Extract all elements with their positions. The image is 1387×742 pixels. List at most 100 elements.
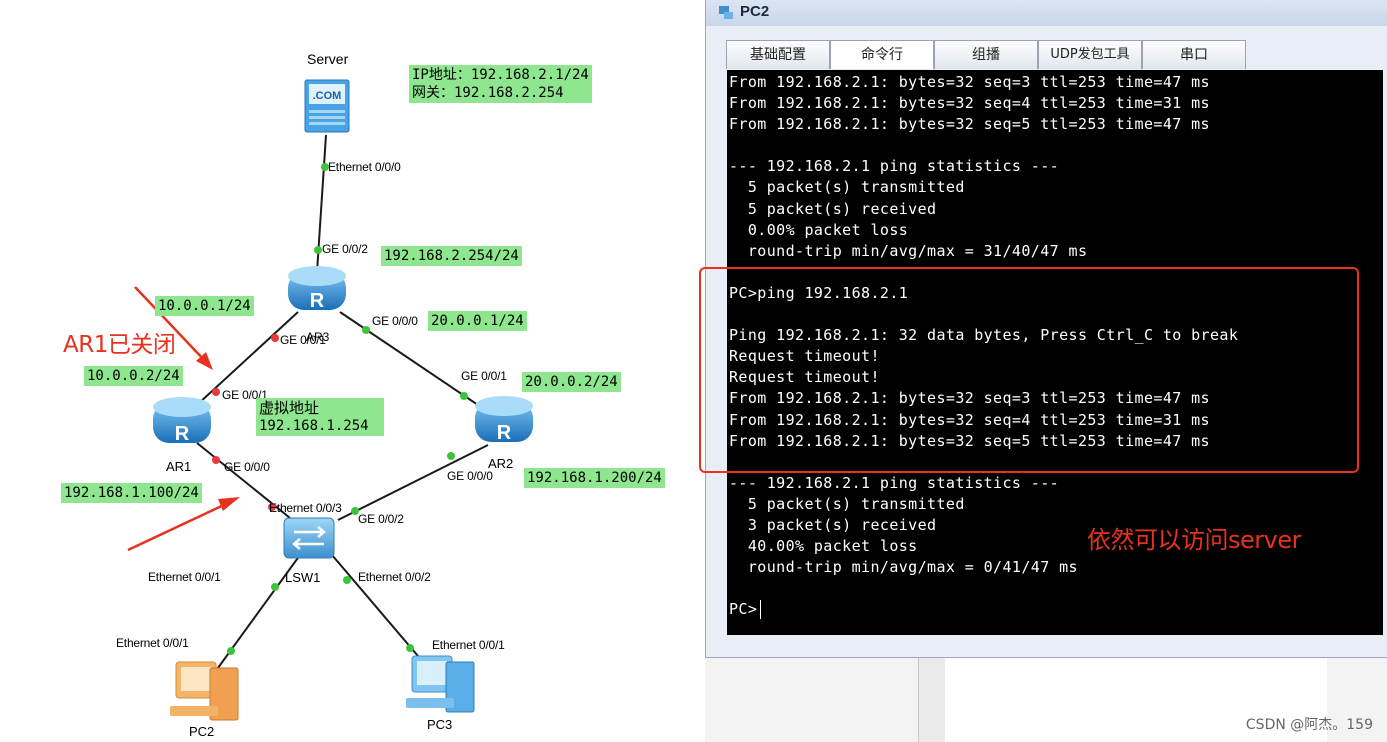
terminal-line: From 192.168.2.1: bytes=32 seq=5 ttl=253… (729, 431, 1210, 450)
port-label: Ethernet 0/0/3 (269, 501, 342, 515)
port-label: Ethernet 0/0/2 (358, 570, 431, 584)
terminal-cursor (760, 600, 761, 619)
terminal-line: 3 packet(s) received (729, 515, 937, 534)
virtual-ip-value: 192.168.1.254 (259, 418, 369, 434)
switch-lsw1-icon[interactable] (283, 517, 335, 559)
svg-text:R: R (175, 423, 190, 445)
background-area (705, 658, 1387, 742)
port-dot (314, 246, 322, 254)
tab-udp-tool[interactable]: UDP发包工具 (1038, 40, 1142, 69)
router-ar3-icon[interactable]: R (288, 266, 346, 312)
server-logo-text: .COM (313, 90, 342, 102)
background-panel (945, 658, 1327, 742)
ar1-closed-annotation: AR1已关闭 (63, 332, 176, 358)
port-dot (268, 503, 276, 511)
tab-command-line[interactable]: 命令行 (830, 40, 934, 69)
window-titlebar[interactable]: PC2 (706, 0, 1387, 26)
terminal-line: From 192.168.2.1: bytes=32 seq=4 ttl=253… (729, 410, 1210, 429)
terminal-line: round-trip min/avg/max = 0/41/47 ms (729, 558, 1078, 577)
topology-canvas: .COM R R R (61, 51, 665, 739)
server-access-annotation: 依然可以访问server (1087, 526, 1301, 554)
port-label: GE 0/0/0 (447, 469, 493, 483)
terminal-line: Request timeout! (729, 368, 880, 387)
ar1-name: AR1 (166, 459, 192, 474)
port-dot (212, 388, 220, 396)
terminal-line: From 192.168.2.1: bytes=32 seq=4 ttl=253… (729, 94, 1210, 113)
pc2-name: PC2 (189, 724, 215, 739)
highlight-box (699, 267, 1359, 473)
server-ip-note: IP地址：192.168.2.1/24 网关：192.168.2.254 (409, 65, 592, 103)
ar2-name: AR2 (488, 456, 514, 471)
virtual-ip-note: 虚拟地址 192.168.1.254 (256, 398, 384, 436)
ar2-up-ip-note: 20.0.0.2/24 (522, 372, 621, 392)
router-ar1-icon[interactable]: R (153, 397, 211, 445)
svg-text:R: R (310, 290, 325, 312)
ar1-down-ip-note: 192.168.1.100/24 (61, 483, 202, 503)
router-ar2-icon[interactable]: R (475, 396, 533, 444)
pc2-icon[interactable] (170, 661, 239, 721)
red-arrow-icon (134, 286, 213, 370)
port-label: Ethernet 0/0/1 (432, 638, 505, 652)
port-label: GE 0/0/0 (224, 460, 270, 474)
terminal-line: 5 packet(s) transmitted (729, 178, 965, 197)
port-dot (271, 334, 279, 342)
server-gateway: 网关：192.168.2.254 (412, 85, 564, 101)
ar3-left-ip-note: 10.0.0.1/24 (155, 296, 254, 316)
server-name: Server (307, 51, 349, 67)
port-label: Ethernet 0/0/0 (328, 160, 401, 174)
tab-multicast[interactable]: 组播 (934, 40, 1038, 69)
port-dot (406, 644, 414, 652)
terminal-line (729, 578, 1238, 599)
terminal-line: 5 packet(s) received (729, 199, 937, 218)
pc-window-icon (719, 6, 733, 19)
port-dot (362, 326, 370, 334)
terminal-line: Request timeout! (729, 347, 880, 366)
terminal-line: 5 packet(s) transmitted (729, 494, 965, 513)
terminal[interactable]: From 192.168.2.1: bytes=32 seq=3 ttl=253… (727, 70, 1383, 635)
port-dot (271, 583, 279, 591)
terminal-line: --- 192.168.2.1 ping statistics --- (729, 157, 1060, 176)
terminal-line (729, 135, 1238, 156)
svg-text:R: R (497, 422, 512, 444)
server-icon[interactable]: .COM (304, 79, 350, 133)
terminal-line: Ping 192.168.2.1: 32 data bytes, Press C… (729, 326, 1239, 345)
background-panel (918, 658, 946, 742)
ar2-down-ip-note: 192.168.1.200/24 (524, 468, 665, 488)
tab-basic-config[interactable]: 基础配置 (726, 40, 830, 69)
port-dot (460, 392, 468, 400)
terminal-line: --- 192.168.2.1 ping statistics --- (729, 473, 1060, 492)
server-ip: IP地址：192.168.2.1/24 (412, 67, 589, 83)
port-dot (212, 456, 220, 464)
terminal-line: From 192.168.2.1: bytes=32 seq=3 ttl=253… (729, 73, 1210, 91)
terminal-line: From 192.168.2.1: bytes=32 seq=5 ttl=253… (729, 115, 1210, 134)
port-label: GE 0/0/1 (280, 333, 326, 347)
link-lsw1-pc3 (331, 554, 419, 657)
terminal-line: PC> (729, 600, 758, 619)
terminal-line: 40.00% packet loss (729, 537, 918, 556)
red-arrow-icon (127, 497, 240, 552)
virtual-ip-title: 虚拟地址 (259, 399, 320, 417)
terminal-line: From 192.168.2.1: bytes=32 seq=3 ttl=253… (729, 389, 1210, 408)
terminal-output: From 192.168.2.1: bytes=32 seq=3 ttl=253… (729, 72, 1238, 620)
ar3-up-ip-note: 192.168.2.254/24 (381, 246, 522, 266)
port-label: Ethernet 0/0/1 (148, 570, 221, 584)
pc2-window[interactable]: PC2 基础配置 命令行 组播 UDP发包工具 串口 From 192.168.… (705, 0, 1387, 658)
watermark: CSDN @阿杰。159 (1245, 717, 1373, 733)
tab-serial[interactable]: 串口 (1142, 40, 1246, 69)
ar3-name: AR3 (306, 330, 330, 344)
ar3-right-ip-note: 20.0.0.1/24 (428, 311, 527, 331)
port-label: GE 0/0/0 (372, 314, 418, 328)
link-ar2-lsw1 (337, 444, 489, 521)
terminal-line: round-trip min/avg/max = 31/40/47 ms (729, 241, 1088, 260)
terminal-line: PC>ping 192.168.2.1 (729, 283, 909, 302)
terminal-line: 0.00% packet loss (729, 220, 909, 239)
port-dot (227, 647, 235, 655)
port-dot (351, 507, 359, 515)
port-label: Ethernet 0/0/1 (116, 636, 189, 650)
port-dot (321, 163, 329, 171)
pc3-icon[interactable] (406, 655, 475, 713)
window-title: PC2 (740, 3, 770, 20)
lsw1-name: LSW1 (285, 570, 321, 585)
topology-links: .COM R R R (127, 79, 533, 721)
ar1-up-ip-note: 10.0.0.2/24 (84, 366, 183, 386)
